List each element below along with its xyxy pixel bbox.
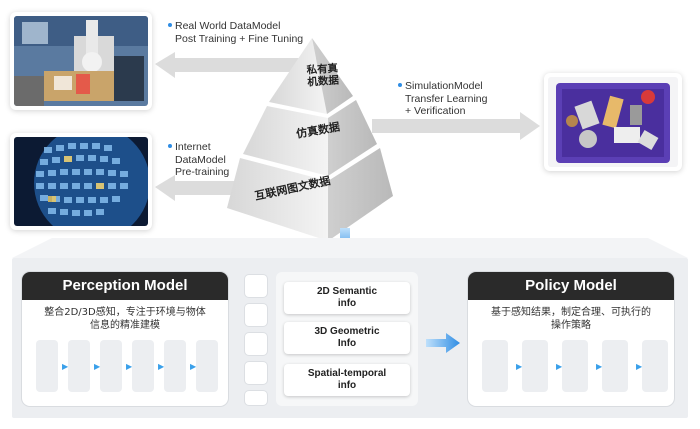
model-layer-block — [482, 340, 508, 392]
policy-desc-line: 基于感知结果，制定合理、可执行的 — [491, 307, 651, 318]
bullet-dot-icon — [398, 83, 402, 88]
real-world-title: Real World DataModel — [175, 20, 281, 32]
feature-slot — [245, 362, 267, 384]
perception-model-title: Perception Model — [22, 272, 228, 300]
perception-desc-line: 整合2D/3D感知，专注于环境与物体 — [44, 307, 206, 318]
pyramid-mid-left-face — [243, 106, 328, 176]
chevron-right-icon: ▶ — [62, 362, 69, 371]
internet-data-photo — [10, 133, 152, 230]
policy-model-description: 基于感知结果，制定合理、可执行的 操作策略 — [468, 306, 674, 332]
pyramid-top-right-face — [312, 38, 353, 114]
model-layer-block — [68, 340, 90, 392]
arrow-to-simulation — [372, 112, 540, 140]
feature-slot — [245, 333, 267, 355]
pyramid-bottom-right-face — [328, 148, 393, 241]
chevron-right-icon: ▶ — [158, 362, 165, 371]
real-world-robot-photo — [10, 12, 152, 110]
pyramid-mid-right-face — [328, 100, 377, 176]
internet-subtitle-2: Pre-training — [175, 166, 230, 178]
real-world-label: Real World DataModel Post Training + Fin… — [168, 20, 303, 45]
model-layer-block — [602, 340, 628, 392]
chevron-right-icon: ▶ — [596, 362, 603, 371]
real-world-label-line1: Real World DataModel — [168, 20, 303, 33]
real-world-subtitle: Post Training + Fine Tuning — [175, 32, 304, 45]
info-line: info — [337, 298, 357, 309]
info-line: 2D Semantic — [316, 286, 378, 297]
policy-desc-line: 操作策略 — [551, 320, 591, 331]
model-layer-block — [196, 340, 218, 392]
feature-slot — [245, 391, 267, 405]
arrow-to-real-world — [155, 52, 318, 78]
chevron-right-icon: ▶ — [94, 362, 101, 371]
simulation-title: SimulationModel — [405, 80, 483, 92]
pyramid-bottom-left-face — [227, 158, 328, 241]
model-layer-block — [642, 340, 668, 392]
simulation-label: SimulationModel Transfer Learning + Veri… — [398, 80, 488, 118]
feature-slot — [245, 304, 267, 326]
model-layer-block — [522, 340, 548, 392]
info-line: Spatial-temporal — [307, 368, 387, 379]
model-layer-block — [36, 340, 58, 392]
internet-subtitle: DataModel — [175, 153, 226, 166]
right-arrow-icon — [426, 333, 460, 353]
info-line: info — [337, 380, 357, 391]
chevron-right-icon: ▶ — [636, 362, 643, 371]
info-line: 3D Geometric — [314, 326, 380, 337]
internet-title: Internet — [175, 141, 211, 153]
chevron-right-icon: ▶ — [516, 362, 523, 371]
simulation-subtitle-2: + Verification — [405, 105, 466, 117]
simulation-subtitle: Transfer Learning — [405, 92, 488, 105]
model-layer-block — [562, 340, 588, 392]
model-layer-block — [132, 340, 154, 392]
bullet-dot-icon — [168, 144, 172, 149]
model-layer-block — [164, 340, 186, 392]
pyramid-top-left-face — [269, 38, 327, 114]
feature-slot — [245, 275, 267, 297]
policy-model-title: Policy Model — [468, 272, 674, 300]
simulation-label-line1: SimulationModel — [398, 80, 488, 93]
bullet-dot-icon — [168, 23, 172, 28]
data-pyramid — [227, 38, 393, 241]
perception-desc-line: 信息的精准建模 — [90, 320, 160, 331]
info-line: Info — [337, 338, 357, 349]
internet-label-line1: Internet — [168, 141, 229, 154]
model-layer-block — [100, 340, 122, 392]
perception-model-description: 整合2D/3D感知，专注于环境与物体 信息的精准建模 — [22, 306, 228, 332]
panel-top-trapezoid — [12, 238, 688, 258]
chevron-right-icon: ▶ — [190, 362, 197, 371]
pyramid-tier-private-data: 私有真 机数据 — [306, 61, 354, 88]
internet-label: Internet DataModel Pre-training — [168, 141, 229, 179]
chevron-right-icon: ▶ — [126, 362, 133, 371]
simulation-bin-photo — [544, 73, 682, 171]
chevron-right-icon: ▶ — [556, 362, 563, 371]
